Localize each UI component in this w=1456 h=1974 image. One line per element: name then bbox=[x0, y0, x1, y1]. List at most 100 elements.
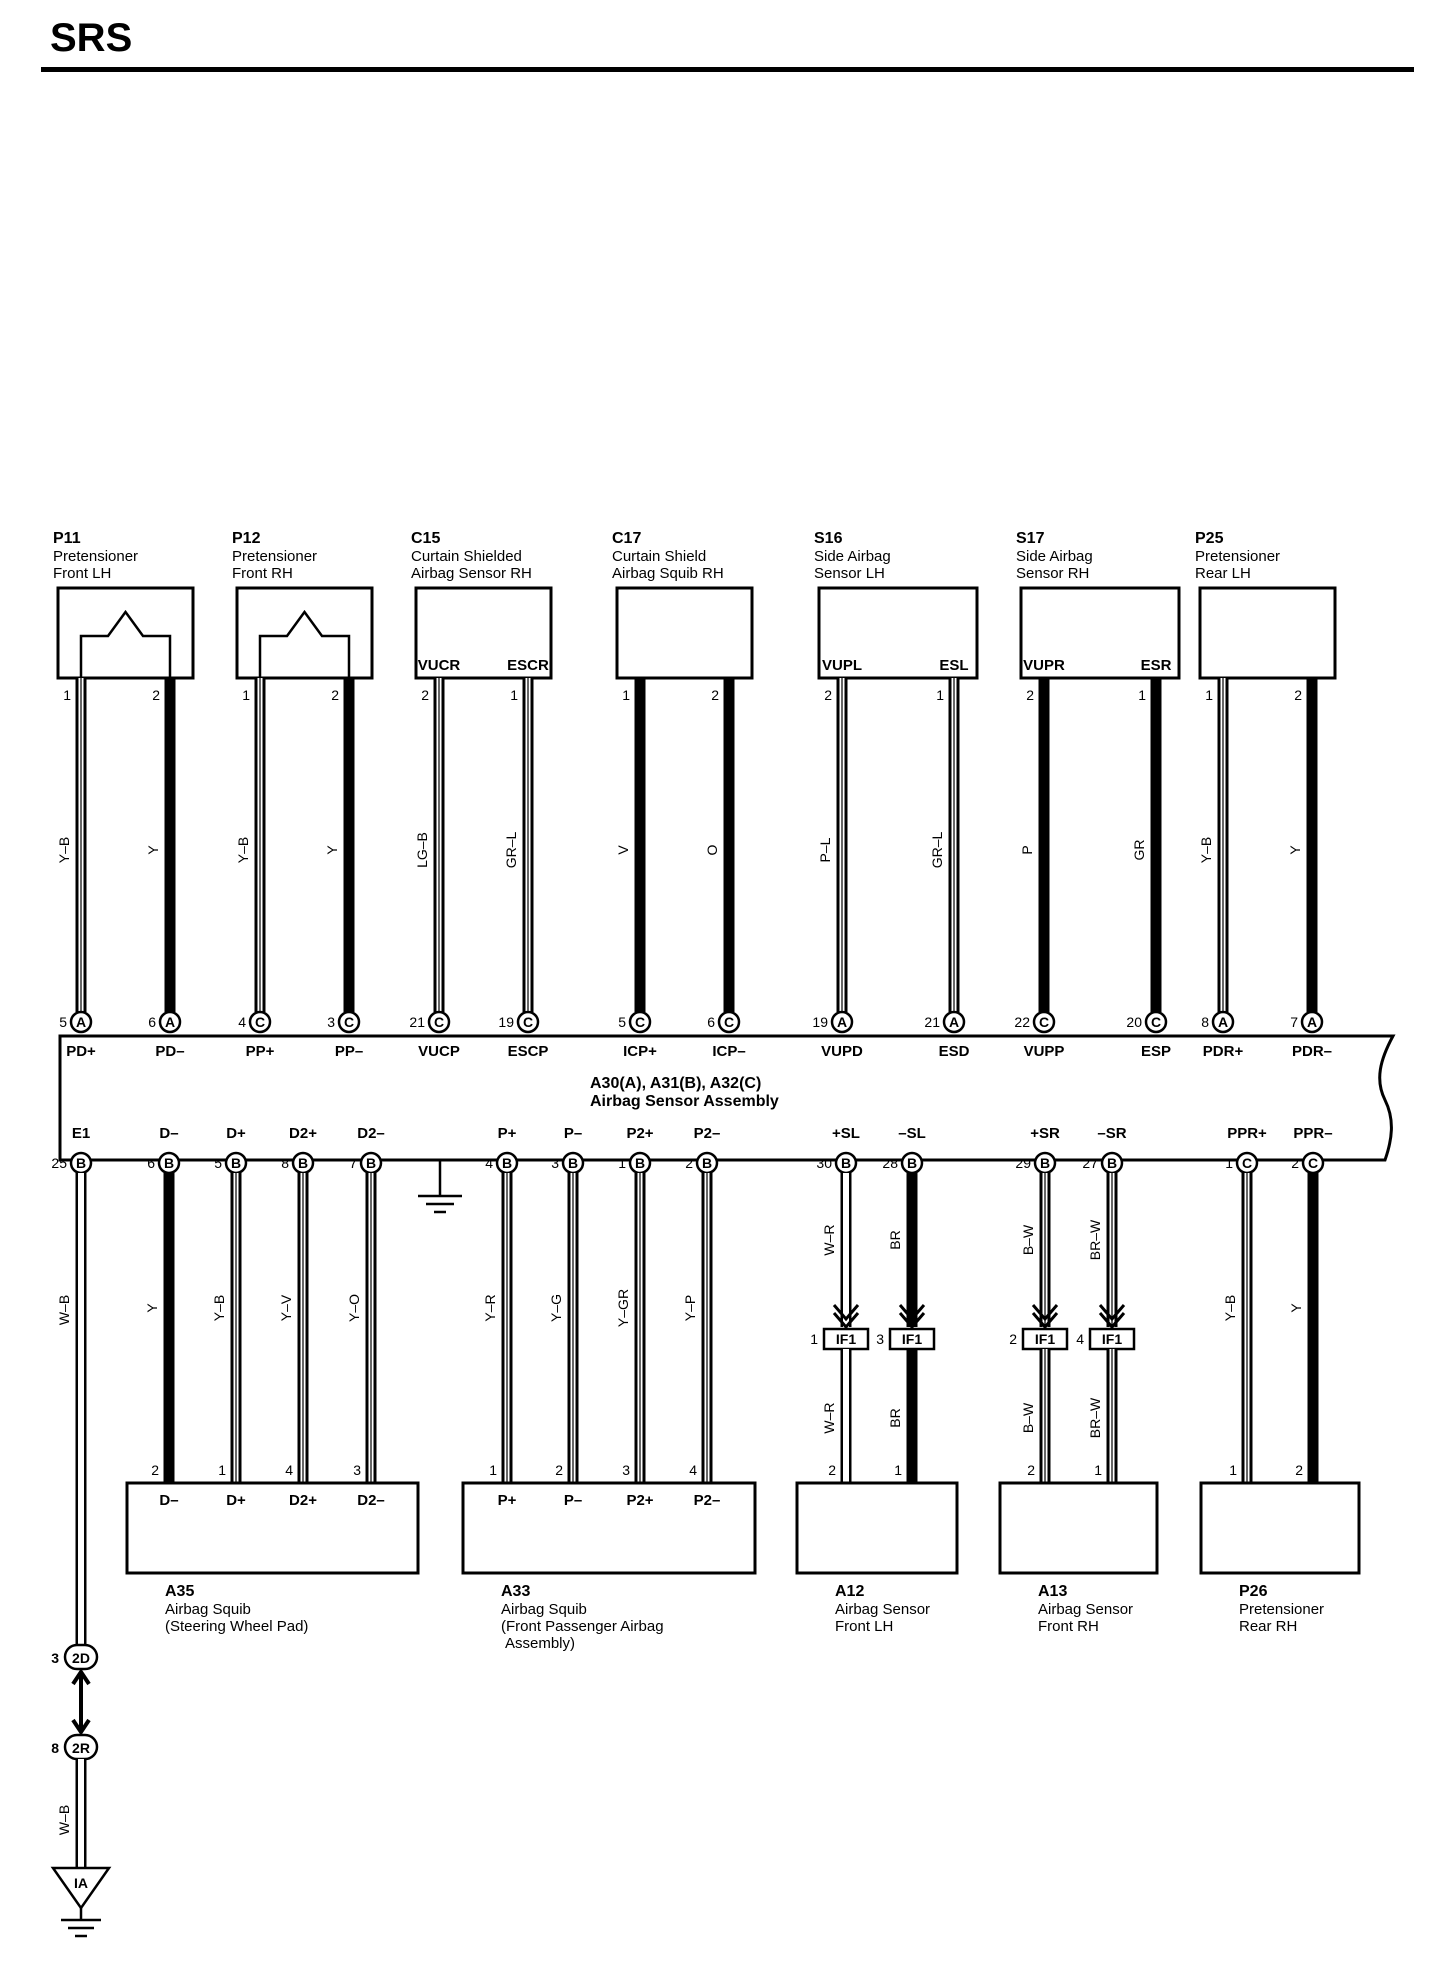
wire-color: W–R bbox=[821, 1402, 837, 1433]
wire-color: O bbox=[704, 844, 720, 855]
ecu-connector-circle: A bbox=[69, 1010, 93, 1034]
wire-color: Y–V bbox=[278, 1294, 294, 1321]
arrow-icon bbox=[1098, 1312, 1126, 1330]
component-pin: 1 bbox=[622, 687, 630, 703]
ecu-pin-number: 8 bbox=[1201, 1014, 1209, 1030]
ecu-terminal-label: PPR+ bbox=[1227, 1125, 1267, 1142]
terminal-label: P+ bbox=[498, 1492, 517, 1509]
component-name-2: (Steering Wheel Pad) bbox=[165, 1618, 308, 1635]
component-pin: 3 bbox=[622, 1462, 630, 1478]
svg-text:B: B bbox=[635, 1155, 645, 1171]
component-id: C15 bbox=[411, 530, 440, 547]
wire-color: GR bbox=[1131, 840, 1147, 861]
junction-connector-id: IF1 bbox=[902, 1331, 922, 1347]
ecu-terminal-label: E1 bbox=[72, 1125, 90, 1142]
ecu-pin-number: 29 bbox=[1015, 1155, 1031, 1171]
ecu-pin-number: 7 bbox=[1290, 1014, 1298, 1030]
ecu-terminal-label: ESCP bbox=[508, 1043, 549, 1060]
svg-text:B: B bbox=[502, 1155, 512, 1171]
ecu-connector-circle: C bbox=[516, 1010, 540, 1034]
terminal-label: ESCR bbox=[507, 657, 549, 674]
wire-color: Y–B bbox=[211, 1295, 227, 1321]
ecu-pin-number: 5 bbox=[618, 1014, 626, 1030]
ecu-pin-number: 4 bbox=[485, 1155, 493, 1171]
wire-color: BR–W bbox=[1087, 1219, 1103, 1260]
ecu-connector-circle: B bbox=[157, 1151, 181, 1175]
component-pin: 4 bbox=[285, 1462, 293, 1478]
ecu-connector-circle: B bbox=[561, 1151, 585, 1175]
ecu-body bbox=[58, 1034, 1396, 1162]
squib-element-icon bbox=[258, 609, 351, 678]
ecu-terminal-label: ICP– bbox=[712, 1043, 745, 1060]
component-id: P12 bbox=[232, 530, 261, 547]
ecu-pin-number: 27 bbox=[1082, 1155, 1098, 1171]
component-box bbox=[817, 586, 979, 680]
junction-connector-id: IF1 bbox=[1035, 1331, 1055, 1347]
component-name: Side Airbag bbox=[814, 548, 891, 565]
ecu-pin-number: 5 bbox=[59, 1014, 67, 1030]
ecu-connector-circle: C bbox=[1301, 1151, 1325, 1175]
wire-color: W–B bbox=[56, 1805, 72, 1835]
wire-color: W–B bbox=[56, 1295, 72, 1325]
ecu-connector-circle: C bbox=[1235, 1151, 1259, 1175]
wire-color: Y–B bbox=[1198, 837, 1214, 863]
component-box bbox=[56, 586, 195, 680]
svg-text:C: C bbox=[1151, 1014, 1161, 1030]
ecu-connector-circle: B bbox=[224, 1151, 248, 1175]
ecu-terminal-label: D– bbox=[159, 1125, 178, 1142]
wire-color: Y–B bbox=[1222, 1295, 1238, 1321]
component-id: C17 bbox=[612, 530, 641, 547]
ecu-pin-number: 20 bbox=[1126, 1014, 1142, 1030]
component-name-2: Sensor LH bbox=[814, 565, 885, 582]
ecu-pin-number: 30 bbox=[816, 1155, 832, 1171]
wire-color: BR bbox=[887, 1408, 903, 1427]
circuit-3: D2+B8Y–V4 bbox=[278, 1125, 317, 1483]
ecu-connector-circle: B bbox=[69, 1151, 93, 1175]
circuit-2: D+B5Y–B1 bbox=[211, 1125, 248, 1483]
component-pin: 2 bbox=[1294, 687, 1302, 703]
component-name: Curtain Shielded bbox=[411, 548, 522, 565]
ecu-terminal-label: PP+ bbox=[246, 1043, 275, 1060]
terminal-label: D– bbox=[159, 1492, 178, 1509]
component-box bbox=[1198, 586, 1337, 680]
component-name: Pretensioner bbox=[53, 548, 138, 565]
junction-connector-id: IF1 bbox=[836, 1331, 856, 1347]
component-pin: 2 bbox=[152, 687, 160, 703]
ecu-pin-number: 8 bbox=[281, 1155, 289, 1171]
ecu-terminal-label: +SL bbox=[832, 1125, 860, 1142]
component-pin: 1 bbox=[1138, 687, 1146, 703]
ecu-terminal-label: D2+ bbox=[289, 1125, 317, 1142]
circuit-6: P–B3Y–G2 bbox=[548, 1125, 585, 1483]
arrow-icon bbox=[832, 1304, 860, 1322]
terminal-label: VUPR bbox=[1023, 657, 1065, 674]
ecu-connector-circle: C bbox=[248, 1010, 272, 1034]
component-pin: 3 bbox=[353, 1462, 361, 1478]
junction-connector-id: IF1 bbox=[1102, 1331, 1122, 1347]
component-pin: 2 bbox=[1026, 687, 1034, 703]
ecu-pin-number: 3 bbox=[327, 1014, 335, 1030]
wire-color: Y bbox=[144, 1303, 160, 1313]
svg-text:A: A bbox=[1218, 1014, 1228, 1030]
terminal-label: P2– bbox=[694, 1492, 721, 1509]
ecu-terminal-label: PPR– bbox=[1293, 1125, 1332, 1142]
ecu-connector-circle: B bbox=[1100, 1151, 1124, 1175]
ecu-pin-number: 5 bbox=[214, 1155, 222, 1171]
ecu-connector-circle: B bbox=[628, 1151, 652, 1175]
component-name-2: Front RH bbox=[232, 565, 293, 582]
component-name: Airbag Squib bbox=[501, 1601, 587, 1618]
svg-text:A: A bbox=[1307, 1014, 1317, 1030]
component-id: P25 bbox=[1195, 530, 1224, 547]
ecu-pin-number: 19 bbox=[498, 1014, 514, 1030]
ecu-pin-number: 1 bbox=[1225, 1155, 1233, 1171]
arrow-down-icon bbox=[71, 1718, 91, 1736]
component-name: Curtain Shield bbox=[612, 548, 706, 565]
component-name-2: Airbag Sensor RH bbox=[411, 565, 532, 582]
component-pin: 1 bbox=[242, 687, 250, 703]
component-name: Airbag Squib bbox=[165, 1601, 251, 1618]
